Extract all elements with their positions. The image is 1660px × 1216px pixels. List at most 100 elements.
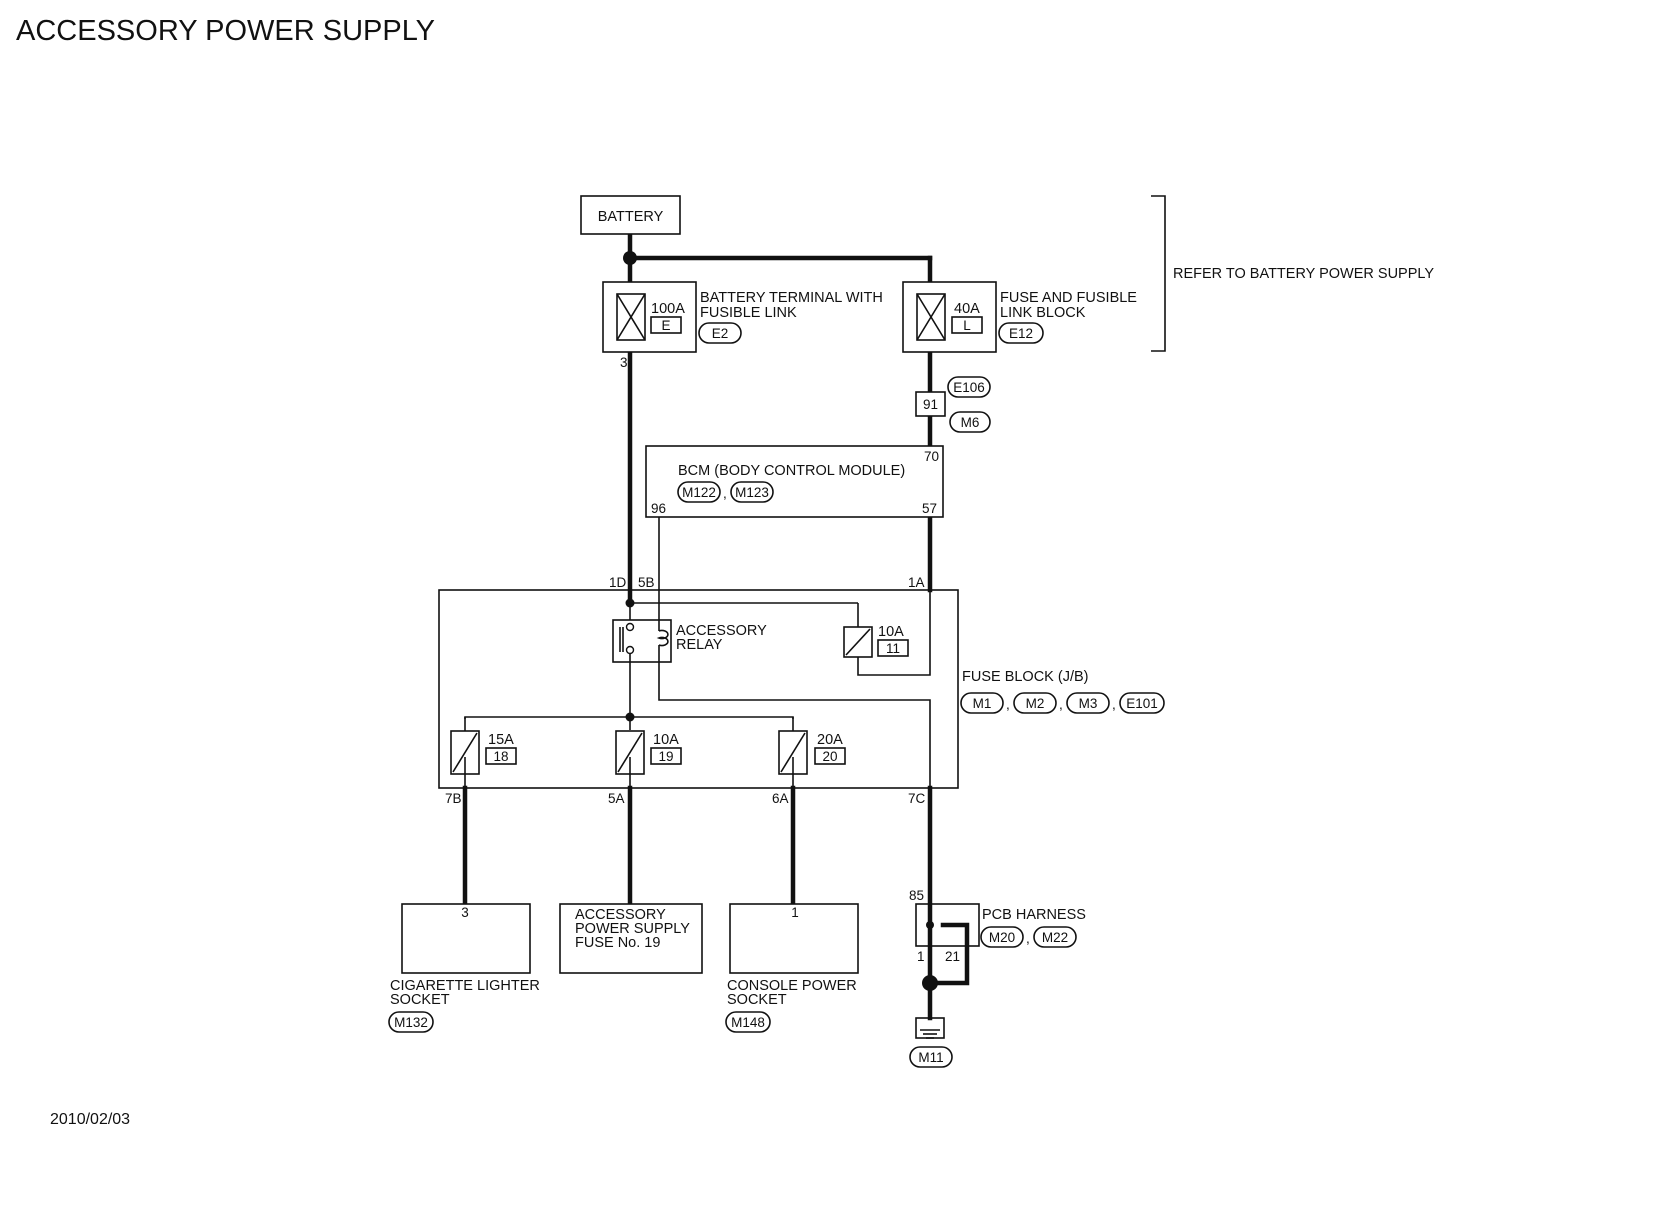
cigarette-lighter-pin: 3 — [461, 905, 469, 920]
fuse-18: 15A 18 — [450, 730, 517, 775]
connector-m22: M22 — [1042, 930, 1068, 945]
ground-icon — [915, 1017, 945, 1039]
cigarette-lighter-box — [401, 903, 531, 974]
connector-e2: E2 — [712, 326, 729, 341]
joint-connector-box — [915, 391, 946, 417]
fuse-11-number: 11 — [886, 641, 900, 656]
fuse-11-rating: 10A — [878, 624, 904, 640]
fuse-block-internal-wiring — [464, 590, 931, 788]
fuse-18-rating: 15A — [488, 732, 514, 748]
fuse-block-separator: , — [1006, 697, 1010, 712]
connector-m122: M122 — [682, 485, 716, 500]
battery-label: BATTERY — [598, 209, 664, 225]
connector-e12: E12 — [1009, 326, 1033, 341]
battery-terminal-pin: 3 — [620, 355, 628, 370]
relay-coil-wire — [658, 645, 931, 788]
junction-dot — [623, 251, 637, 265]
fusible-link-rating: 100A — [651, 301, 685, 317]
fuse-20-rating: 20A — [817, 732, 843, 748]
cigarette-lighter-label-1: CIGARETTE LIGHTER — [390, 978, 540, 994]
connector-oval — [698, 322, 742, 344]
connector-oval — [1013, 692, 1057, 714]
console-power-label-1: CONSOLE POWER — [727, 978, 857, 994]
connector-oval — [1119, 692, 1165, 714]
fuse-19-number: 19 — [658, 749, 673, 764]
diagram-date: 2010/02/03 — [50, 1111, 130, 1128]
fuse-link-rating: 40A — [954, 301, 980, 317]
fusible-link-icon — [916, 293, 946, 341]
fusible-link-icon — [616, 293, 646, 341]
junction-dot — [625, 712, 635, 722]
fuse-block-pin-7b: 7B — [445, 791, 462, 806]
bcm-pin-70: 70 — [924, 449, 939, 464]
connector-oval — [947, 376, 991, 398]
refer-bracket — [1151, 195, 1166, 352]
console-power-label-2: SOCKET — [727, 992, 787, 1008]
connector-oval — [677, 481, 721, 503]
connector-m3: M3 — [1079, 696, 1098, 711]
bcm-pin-96: 96 — [651, 501, 666, 516]
pcb-harness-label: PCB HARNESS — [982, 907, 1086, 923]
fuse-link-letter: L — [963, 318, 971, 333]
connector-oval — [980, 926, 1024, 948]
relay-label-1: ACCESSORY — [676, 623, 767, 639]
cigarette-lighter-label-2: SOCKET — [390, 992, 450, 1008]
fuse-11: 10A 11 — [843, 624, 909, 658]
battery-terminal-label-2: FUSIBLE LINK — [700, 305, 797, 321]
console-power-pin: 1 — [791, 905, 799, 920]
pcb-pin-21: 21 — [945, 949, 960, 964]
refer-note: REFER TO BATTERY POWER SUPPLY — [1173, 266, 1434, 282]
fuse-block-pin-7c: 7C — [908, 791, 926, 806]
fuse-fusible-link-block: 40A L — [902, 281, 997, 353]
joint-connector-pin: 91 — [923, 397, 938, 412]
fuse-19: 10A 19 — [615, 730, 682, 775]
connector-m132: M132 — [394, 1015, 428, 1030]
battery-terminal-fusible-link: 100A E 3 — [602, 281, 697, 370]
pcb-pin-85: 85 — [909, 888, 924, 903]
pcb-separator: , — [1026, 931, 1030, 946]
fuse-block-label: FUSE BLOCK (J/B) — [962, 669, 1089, 685]
connector-m2: M2 — [1026, 696, 1045, 711]
connector-oval — [960, 692, 1004, 714]
connector-oval — [998, 322, 1044, 344]
connector-m1: M1 — [973, 696, 992, 711]
accessory-fuse-label-2: POWER SUPPLY — [575, 921, 690, 937]
fuse-icon — [843, 626, 873, 658]
fuse-20-number: 20 — [822, 749, 837, 764]
fuse-link-label-2: LINK BLOCK — [1000, 305, 1086, 321]
relay-label-2: RELAY — [676, 637, 723, 653]
fuse-icon — [615, 730, 645, 775]
power-wires — [462, 231, 970, 1021]
bcm-connector-separator: , — [723, 486, 727, 501]
fuse-19-rating: 10A — [653, 732, 679, 748]
battery-box — [580, 195, 681, 235]
diagram-title: ACCESSORY POWER SUPPLY — [16, 15, 435, 47]
fuse-block-pin-5b: 5B — [638, 575, 655, 590]
connector-oval — [949, 411, 991, 433]
connector-m11: M11 — [918, 1050, 943, 1065]
fuse-block-pin-1a: 1A — [908, 575, 925, 590]
fuse-block-frame — [438, 589, 959, 789]
accessory-fuse-box — [559, 903, 703, 974]
pcb-pin-1: 1 — [917, 949, 925, 964]
ground-junction-dot — [922, 975, 938, 991]
fuse-18-number: 18 — [493, 749, 508, 764]
connector-oval — [725, 1011, 771, 1033]
connector-m148: M148 — [731, 1015, 765, 1030]
console-power-box — [729, 903, 859, 974]
fuse-block-pin-5a: 5A — [608, 791, 625, 806]
connector-m123: M123 — [735, 485, 769, 500]
bcm-label: BCM (BODY CONTROL MODULE) — [678, 463, 905, 479]
connector-oval — [1033, 926, 1077, 948]
battery-terminal-label-1: BATTERY TERMINAL WITH — [700, 290, 883, 306]
accessory-fuse-label-3: FUSE No. 19 — [575, 935, 660, 951]
connector-e101: E101 — [1126, 696, 1158, 711]
accessory-relay — [612, 619, 672, 663]
junction-dot — [926, 921, 934, 929]
connector-m6: M6 — [961, 415, 980, 430]
connector-oval — [388, 1011, 434, 1033]
fuse-block-separator: , — [1112, 697, 1116, 712]
relay-coil-icon — [656, 629, 669, 647]
junction-dot — [625, 598, 635, 608]
